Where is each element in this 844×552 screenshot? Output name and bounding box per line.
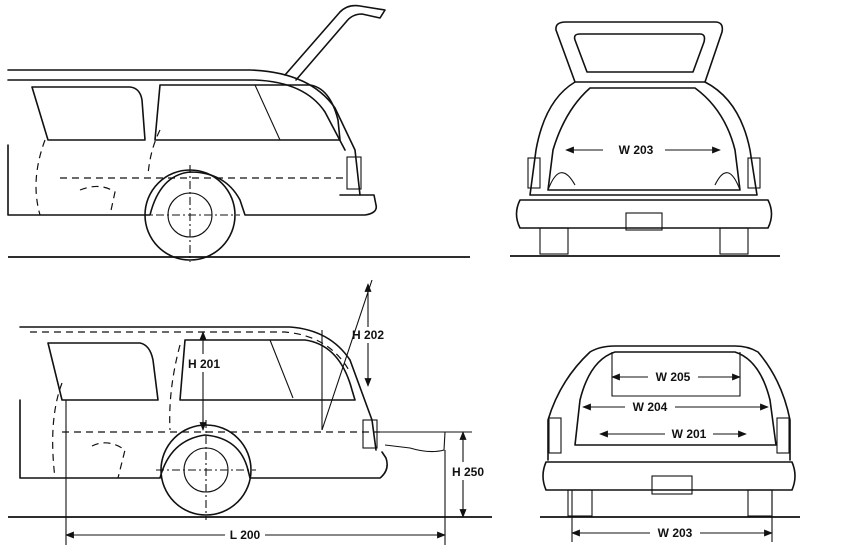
dashed-seat xyxy=(35,139,46,216)
l200-label: L 200 xyxy=(230,528,261,542)
roof-outline xyxy=(19,326,377,451)
liftgate-open-line xyxy=(321,279,373,431)
tail-lamp-right xyxy=(776,417,790,454)
tail-lamp xyxy=(346,156,362,190)
tail-lamp-left xyxy=(527,157,541,189)
license-plate xyxy=(651,475,693,495)
cargo-opening xyxy=(547,87,741,191)
h250-label: H 250 xyxy=(452,465,484,479)
h202-label: H 202 xyxy=(352,328,384,342)
side-window-quarter xyxy=(179,339,356,401)
dashed-seat-2 xyxy=(91,442,126,479)
liftgate-glass xyxy=(573,33,706,73)
open-tailgate-floor xyxy=(380,431,446,453)
body-lower xyxy=(7,144,378,216)
rear-bumper xyxy=(515,199,773,229)
rear-bumper xyxy=(542,461,796,491)
side-view-top xyxy=(7,4,470,262)
liftgate-panel xyxy=(555,21,724,83)
license-plate xyxy=(625,212,663,231)
dashed-seat xyxy=(52,382,63,479)
tail-lamp-right xyxy=(747,157,761,189)
tire-right xyxy=(719,227,749,255)
side-window-quarter xyxy=(154,84,341,141)
roof-outline xyxy=(7,69,361,196)
side-window-rear-door xyxy=(47,342,159,401)
cargo-opening xyxy=(574,351,777,446)
h201-label: H 201 xyxy=(188,357,220,371)
w203-top-label: W 203 xyxy=(619,143,654,157)
side-window-rear-door xyxy=(31,86,146,141)
dashed-pillar xyxy=(169,344,181,431)
body-lower xyxy=(19,399,388,479)
w204-label: W 204 xyxy=(633,400,668,414)
liftgate-open xyxy=(284,4,386,81)
tire-left xyxy=(539,227,569,255)
side-view-bottom: H 201 H 202 H 250 L 200 xyxy=(8,279,492,545)
tail-lamp-left xyxy=(548,417,562,454)
tire-right xyxy=(747,489,773,517)
tail-lamp xyxy=(362,419,378,449)
roof-dashed xyxy=(30,331,351,373)
tire-left xyxy=(567,489,593,517)
rear-view-bottom: W 205 W 204 W 201 W 203 xyxy=(540,345,800,542)
window-divider xyxy=(254,84,281,141)
roof-inner xyxy=(7,79,346,151)
rear-body xyxy=(529,81,758,196)
wheelhouse-right xyxy=(714,172,741,191)
dashed-pillar xyxy=(147,129,161,176)
window-divider xyxy=(269,339,294,399)
rear-view-top: W 203 xyxy=(510,21,780,257)
dashed-seat-2 xyxy=(79,185,116,216)
rear-body xyxy=(547,345,791,461)
wheelhouse-left xyxy=(547,172,576,191)
w203-bottom-label: W 203 xyxy=(658,526,693,540)
w201-label: W 201 xyxy=(672,427,707,441)
w205-label: W 205 xyxy=(656,370,691,384)
